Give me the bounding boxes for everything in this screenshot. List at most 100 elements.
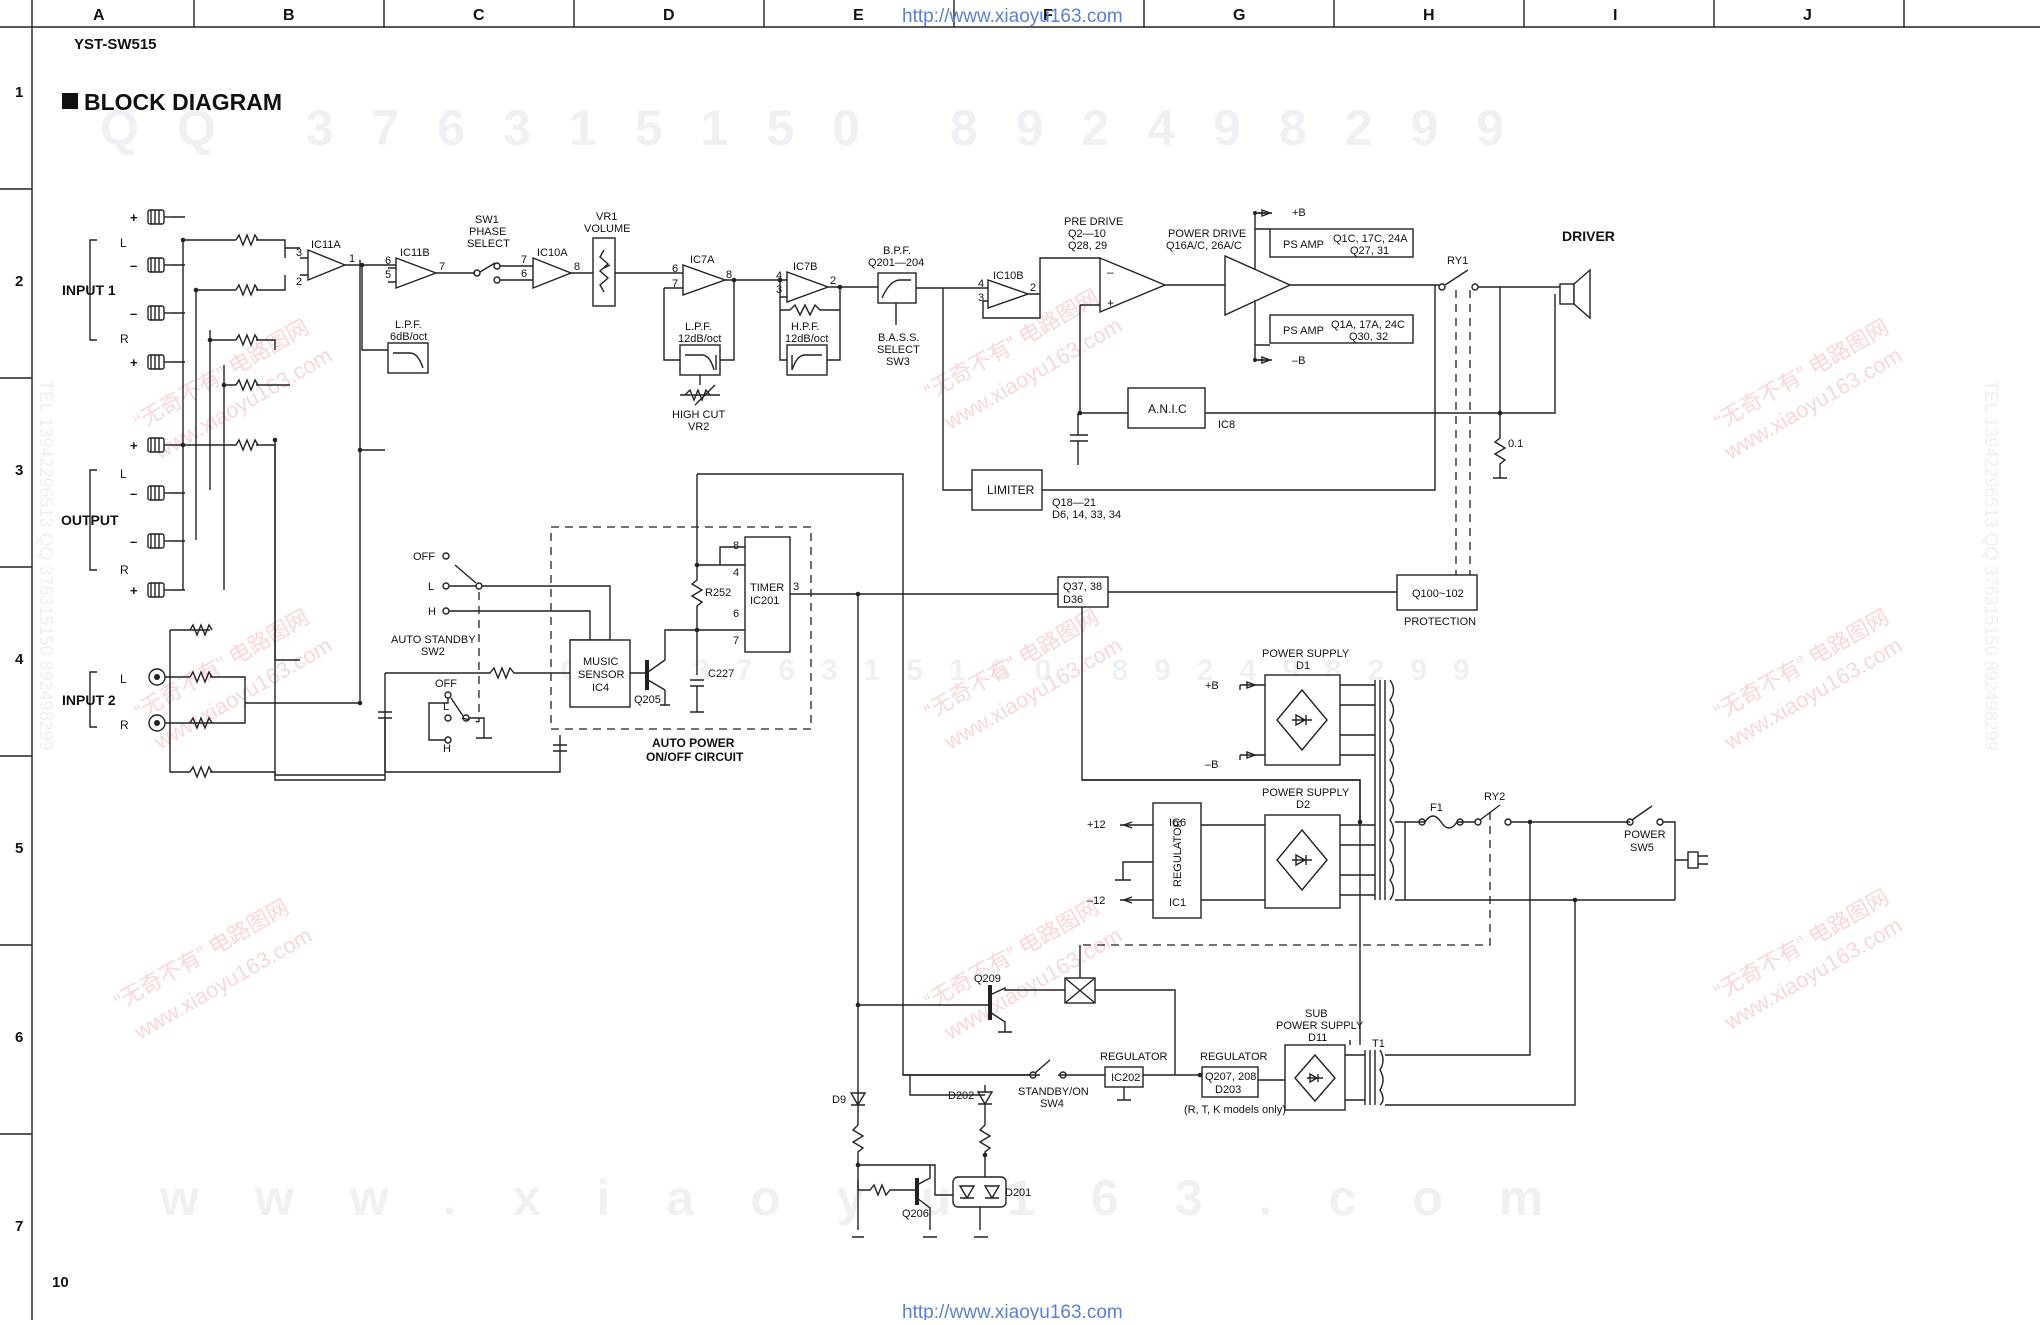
power-label: POWER [1624,829,1666,841]
sw2-h-label: H [443,743,451,755]
grid-row-1: 1 [15,84,23,101]
lpf-6db-block [387,342,429,374]
page-title: BLOCK DIAGRAM [84,89,282,115]
terminal-sign: + [130,210,138,225]
speaker-terminal-icon: + [130,582,170,598]
powerdrive-label: POWER DRIVE [1168,228,1246,240]
ic11b-label: IC11B [400,247,430,259]
pin: 2 [296,276,302,288]
pin: 8 [726,269,732,281]
resistor-icon [235,333,259,347]
hpf-title: H.P.F. [791,321,820,333]
ic7b-amp [786,270,831,304]
grid-column-G: G [1233,7,1245,24]
pin: 4 [733,567,739,579]
pin: 4 [978,278,984,290]
grid-column-H: H [1423,7,1435,24]
ps-amp-upper-q1: Q1C, 17C, 24A [1333,233,1408,245]
pin: 5 [385,269,391,281]
regulator1-label: REGULATOR [1100,1051,1167,1063]
title-square-icon [62,93,78,109]
input1-label: INPUT 1 [62,282,116,298]
in2-r: R [120,718,129,732]
grid-row-4: 4 [15,651,24,668]
ps1-label: POWER SUPPLY [1262,648,1350,660]
predrive-q2: Q28, 29 [1068,240,1107,252]
ps-amp-lower [1269,314,1414,344]
ry2-label: RY2 [1484,791,1505,803]
ic11a-label: IC11A [311,239,341,251]
watermark-vertical-right: TEL 13942296513 QQ 376315150 892498299 [1981,380,2001,751]
minus12-label: –12 [1087,895,1105,907]
bpf-block [877,272,917,304]
pin: 8 [574,261,580,273]
sw1-phase: PHASE [469,226,506,238]
d202-label: D202 [948,1090,974,1102]
ic10b-amp [987,279,1031,309]
ps2-label: POWER SUPPLY [1262,787,1350,799]
auto-power-circuit: AUTO POWER ON/OFF CIRCUIT OFF L H AUTO S… [378,473,1058,1076]
limiter-q2: D6, 14, 33, 34 [1052,509,1121,521]
vr1-volume: VR1 VOLUME [584,211,660,307]
resistor-icon [235,438,259,452]
sw1-select: SELECT [467,238,510,250]
ps-amp-lower-q2: Q30, 32 [1349,331,1388,343]
out-l: L [120,467,127,481]
sw2-off-label: OFF [435,678,457,690]
pre-drive-amp [1099,256,1167,314]
ic11a-stage: IC11A 3 2 1 [284,239,398,288]
hpf-12db-block [786,344,828,376]
q37-d36: D36 [1063,594,1083,606]
sw1-phase-select: SW1 PHASE SELECT 7 6 [467,214,533,284]
autopower-sub: ON/OFF CIRCUIT [646,750,744,764]
standby-sw4: SW4 [1040,1098,1064,1110]
r252-label: R252 [705,587,731,599]
predrive-q1: Q2—10 [1068,228,1106,240]
resistor-icon [189,670,213,684]
power-supply-section: POWER SUPPLY D1 +B –B POWER SUPPLY D2 IC… [1082,648,1708,1106]
terminal-sign: – [130,534,137,549]
sub-ps: POWER SUPPLY [1276,1020,1364,1032]
auto-standby-sw2: SW2 [421,646,445,658]
amp-output-stage: IC10B 4 3 2 – + PRE DRIVE Q2—10 Q28, 29 … [942,207,1435,491]
input-wiring [165,216,386,781]
music-label: MUSIC [583,656,619,668]
sw-l-label: L [428,581,434,593]
ps-amp-upper [1269,228,1414,258]
resistor-icon [235,378,259,392]
resistor-icon [189,716,213,730]
resistor-icon [235,283,259,297]
limiter-block [971,469,1043,511]
url-top[interactable]: http://www.xiaoyu163.com [902,6,1123,27]
grid-column-D: D [663,7,675,24]
bass-sw3: SW3 [886,356,910,368]
timer-block [744,536,791,653]
ps-amp-lower-q1: Q1A, 17A, 24C [1331,319,1405,331]
pin: 1 [349,253,355,265]
pin: 3 [978,292,984,304]
q209-label: Q209 [974,973,1001,985]
ps-amp-upper-q2: Q27, 31 [1350,245,1389,257]
ic10a-amp [532,256,573,290]
pin: 7 [439,261,445,273]
ic10a-stage: IC10A 8 [532,247,593,290]
lpf2-sub: 12dB/oct [678,333,721,345]
r01-label: 0.1 [1508,438,1523,450]
pin: 2 [1030,282,1036,294]
powerdrive-q: Q16A/C, 26A/C [1166,240,1242,252]
terminal-section: INPUT 1 OUTPUT INPUT 2 L R L R L R +––++… [61,209,170,732]
grid-column-C: C [473,7,485,24]
ic7a-amp [682,264,728,296]
grid-row-7: 7 [15,1218,23,1235]
pin: 7 [672,278,678,290]
music-ic4: IC4 [592,682,609,694]
resistor-icon [189,623,213,637]
vr1-label: VR1 [596,211,617,223]
terminal-sign: – [130,486,137,501]
url-bottom[interactable]: http://www.xiaoyu163.com [902,1302,1123,1323]
f1-label: F1 [1430,802,1443,814]
models-note: (R, T, K models only) [1184,1104,1286,1116]
speaker-terminal-icon: – [130,533,170,549]
